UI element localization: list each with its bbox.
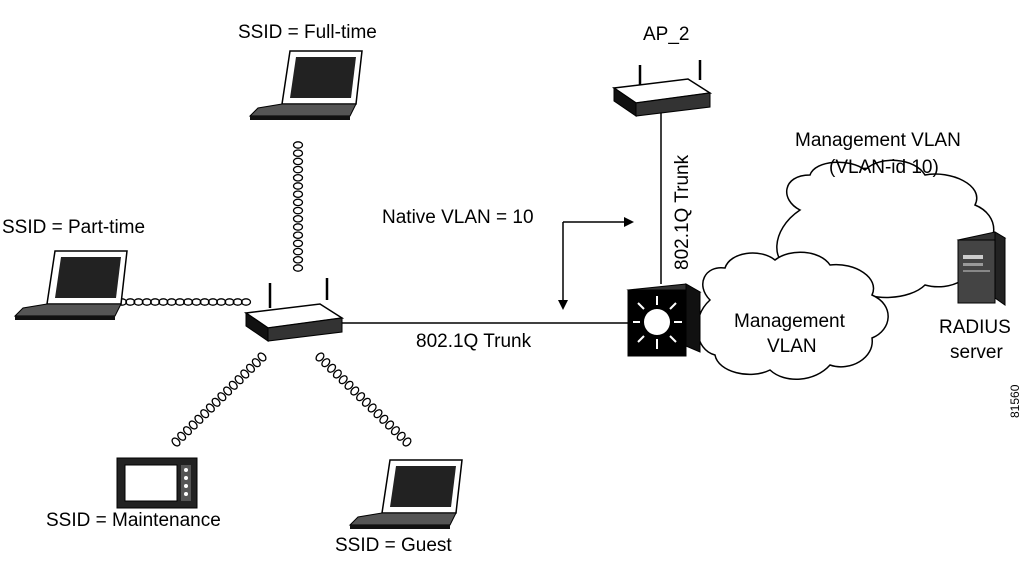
radius-label-line2: server [950, 342, 1003, 363]
management-vlan-cloud-front [696, 251, 889, 381]
maintenance-device-icon [116, 457, 198, 509]
wireless-coil-loop [200, 409, 210, 419]
access-point-2-icon [611, 60, 713, 117]
wireless-link-guest [315, 352, 412, 447]
wireless-coil-loop [292, 255, 304, 264]
wireless-coil-loop [205, 403, 215, 413]
wireless-coil-loop [292, 149, 304, 158]
wireless-coil-loop [228, 380, 238, 390]
wireless-coil-loop [292, 231, 304, 240]
wireless-coil-loop [373, 409, 383, 419]
wireless-coil-loop [216, 298, 227, 306]
ssid-guest-label: SSID = Guest [335, 535, 452, 556]
wireless-coil-loop [245, 363, 256, 373]
wireless-coil-loop [234, 375, 244, 385]
wireless-coil-loop [257, 352, 267, 362]
wireless-coil-loop [396, 431, 406, 441]
wireless-coil-loop [182, 426, 193, 436]
wireless-coil-loop [292, 214, 304, 223]
wireless-coil-loop [292, 173, 304, 182]
wireless-coil-loop [133, 298, 144, 306]
radius-server-icon [956, 231, 1007, 306]
wireless-coil-loop [379, 414, 389, 424]
trunk-vertical-label: 802.1Q Trunk [672, 154, 693, 270]
wireless-coil-loop [292, 165, 304, 174]
ssid-maintenance-label: SSID = Maintenance [46, 510, 221, 531]
wireless-coil-loop [292, 206, 304, 215]
mgmt-vlan-title-line2: (VLAN-id 10) [829, 157, 939, 178]
wireless-coil-loop [315, 352, 325, 362]
wireless-coil-loop [211, 397, 221, 407]
switch-icon [626, 283, 702, 357]
wireless-coil-loop [292, 198, 304, 207]
wireless-coil-loop [338, 375, 348, 385]
wireless-coil-loop [292, 141, 304, 149]
wireless-coil-loop [240, 369, 250, 379]
wireless-coil-loop [356, 392, 366, 402]
wireless-coil-loop [171, 437, 181, 447]
wireless-coil-loop [327, 363, 337, 373]
wireless-coil-loop [292, 182, 304, 190]
wireless-coil-loop [194, 414, 204, 424]
wireless-coil-loop [344, 380, 354, 390]
wireless-coil-loop [332, 369, 342, 379]
wireless-coil-loop [292, 247, 304, 256]
wireless-coil-loop [158, 298, 169, 306]
wireless-coil-loop [402, 437, 412, 447]
ssid-fulltime-label: SSID = Full-time [238, 22, 377, 43]
wireless-coil-loop [191, 298, 202, 306]
trunk-horizontal-label: 802.1Q Trunk [416, 331, 532, 352]
wireless-coil-loop [223, 386, 233, 396]
wireless-coil-loop [125, 298, 136, 306]
wireless-coil-loop [292, 157, 304, 166]
mgmt-cloud-label-line1: Management [734, 311, 846, 332]
wireless-coil-loop [292, 223, 304, 231]
laptop-parttime-icon [13, 250, 128, 320]
radius-label-line1: RADIUS [939, 317, 1011, 338]
wireless-coil-loop [174, 298, 186, 306]
access-point-1-icon [243, 278, 345, 342]
wireless-coil-loop [240, 298, 252, 306]
wireless-coil-loop [292, 239, 304, 248]
wireless-coil-loop [166, 298, 177, 306]
wireless-link-parttime [116, 298, 252, 306]
wireless-coil-loop [321, 358, 331, 368]
wireless-coil-loop [292, 264, 304, 272]
wireless-coil-loop [224, 298, 235, 306]
wireless-coil-loop [367, 403, 377, 413]
wireless-coil-loop [182, 298, 194, 306]
laptop-guest-icon [348, 459, 463, 529]
mgmt-cloud-label-line2: VLAN [767, 336, 817, 357]
mgmt-vlan-title-line1: Management VLAN [795, 130, 961, 151]
wireless-coil-loop [207, 298, 219, 306]
wireless-coil-loop [217, 392, 227, 402]
wireless-coil-loop [361, 397, 371, 407]
native-vlan-label: Native VLAN = 10 [382, 207, 534, 228]
figure-id-label: 81560 [1008, 384, 1022, 418]
wireless-coil-loop [188, 420, 198, 430]
wireless-coil-loop [292, 190, 304, 199]
wireless-coil-loop [251, 358, 261, 368]
laptop-fulltime-icon [248, 50, 363, 120]
wireless-link-maintenance [171, 352, 267, 447]
wireless-coil-loop [177, 431, 187, 441]
wireless-link-fulltime [292, 141, 304, 272]
ap2-label: AP_2 [643, 24, 689, 45]
wireless-coil-loop [199, 298, 210, 306]
wireless-coil-loop [385, 420, 395, 430]
wireless-coil-loop [141, 298, 152, 306]
wireless-coil-loop [390, 426, 400, 436]
wireless-coil-loop [350, 386, 360, 396]
wireless-coil-loop [149, 298, 161, 306]
wireless-coil-loop [232, 298, 243, 306]
ssid-parttime-label: SSID = Part-time [2, 217, 145, 238]
